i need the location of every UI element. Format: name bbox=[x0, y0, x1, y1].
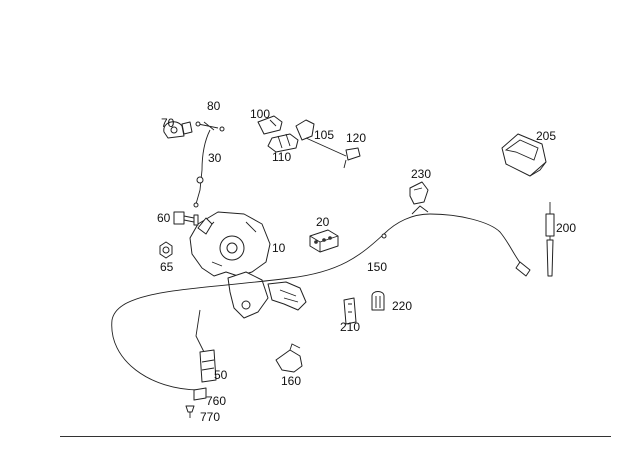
part-210-holder[interactable] bbox=[343, 297, 357, 325]
callout-20[interactable]: 20 bbox=[316, 215, 330, 229]
part-65-nut[interactable] bbox=[159, 241, 173, 259]
callout-105[interactable]: 105 bbox=[314, 128, 335, 142]
part-150-cable[interactable] bbox=[111, 205, 531, 391]
part-60-bolt[interactable] bbox=[173, 211, 199, 226]
callout-50[interactable]: 50 bbox=[214, 368, 228, 382]
part-160-bracket[interactable] bbox=[275, 343, 303, 373]
part-70-bushing[interactable] bbox=[163, 121, 193, 139]
part-50-switch-module[interactable] bbox=[195, 309, 217, 383]
part-110-sensor[interactable] bbox=[267, 133, 299, 153]
part-770-plug[interactable] bbox=[185, 405, 195, 418]
callout-210[interactable]: 210 bbox=[340, 320, 361, 334]
part-230-clip[interactable] bbox=[409, 181, 429, 205]
part-200-probe[interactable] bbox=[545, 202, 555, 277]
callout-160[interactable]: 160 bbox=[281, 374, 302, 388]
callout-100[interactable]: 100 bbox=[250, 107, 271, 121]
callout-760[interactable]: 760 bbox=[206, 394, 227, 408]
part-120-screw[interactable] bbox=[305, 137, 361, 169]
callout-65[interactable]: 65 bbox=[160, 260, 174, 274]
bottom-rule bbox=[60, 436, 611, 437]
callout-150[interactable]: 150 bbox=[367, 260, 388, 274]
callout-110[interactable]: 110 bbox=[272, 150, 292, 164]
part-10-pedal-assembly[interactable] bbox=[189, 211, 307, 319]
part-105-housing[interactable] bbox=[295, 119, 315, 141]
part-20-pedal-pad[interactable] bbox=[309, 229, 339, 253]
callout-10[interactable]: 10 bbox=[272, 241, 286, 255]
callout-30[interactable]: 30 bbox=[208, 151, 222, 165]
part-100-switch[interactable] bbox=[257, 115, 283, 135]
callout-220[interactable]: 220 bbox=[392, 299, 413, 313]
callout-120[interactable]: 120 bbox=[346, 131, 367, 145]
callout-80[interactable]: 80 bbox=[207, 99, 221, 113]
callout-770[interactable]: 770 bbox=[200, 410, 221, 424]
callout-70[interactable]: 70 bbox=[161, 116, 175, 130]
callout-60[interactable]: 60 bbox=[157, 211, 171, 225]
callout-200[interactable]: 200 bbox=[556, 221, 577, 235]
part-205-control-unit[interactable] bbox=[501, 133, 547, 177]
part-220-grommet[interactable] bbox=[371, 291, 385, 311]
part-760-connector[interactable] bbox=[193, 387, 207, 401]
part-80-clip[interactable] bbox=[195, 121, 225, 132]
callout-230[interactable]: 230 bbox=[411, 167, 432, 181]
callout-205[interactable]: 205 bbox=[536, 129, 557, 143]
part-30-cable[interactable] bbox=[193, 129, 211, 208]
